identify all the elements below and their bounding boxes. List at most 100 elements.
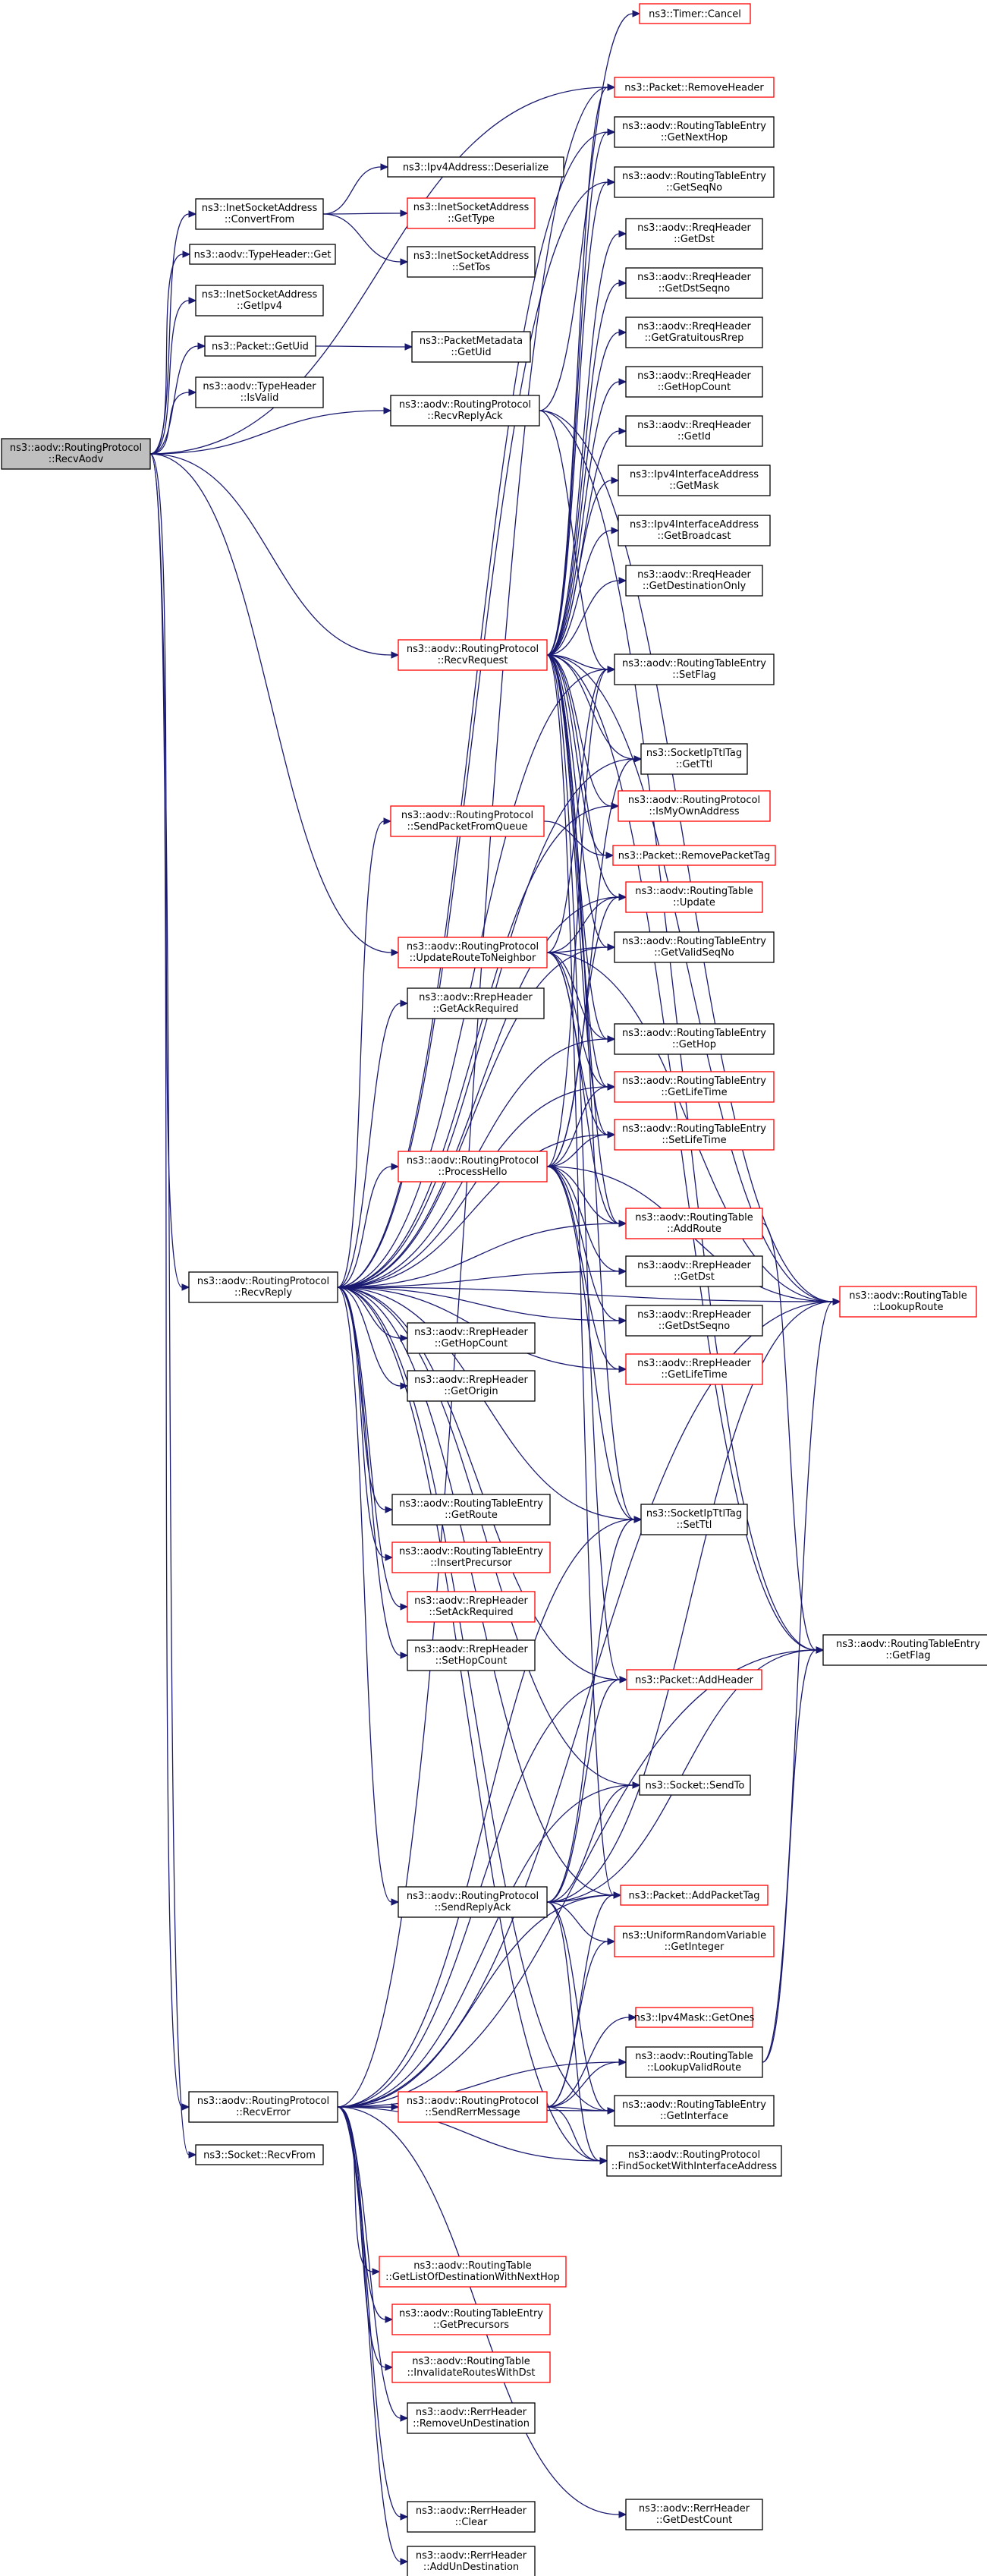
node-rt-get-list-of-dest[interactable]: ns3::aodv::RoutingTable::GetListOfDestin… xyxy=(379,2256,567,2288)
call-edge xyxy=(546,1166,627,1373)
call-edge xyxy=(546,2106,616,2115)
call-edge xyxy=(337,1891,622,2108)
node-update-route-to-neighbor[interactable]: ns3::aodv::RoutingProtocol::UpdateRouteT… xyxy=(398,937,548,968)
node-send-rerr-message[interactable]: ns3::aodv::RoutingProtocol::SendRerrMess… xyxy=(398,2091,548,2123)
node-ttl-set-ttl[interactable]: ns3::SocketIpTtlTag::SetTtl xyxy=(640,1504,748,1535)
node-packet-remove-packet-tag[interactable]: ns3::Packet::RemovePacketTag xyxy=(612,845,776,866)
call-edge xyxy=(546,128,616,656)
node-label: ::InsertPrecursor xyxy=(430,1557,512,1569)
node-ipv4deserialize[interactable]: ns3::Ipv4Address::Deserialize xyxy=(387,156,564,178)
node-packet-get-uid[interactable]: ns3::Packet::GetUid xyxy=(204,335,316,357)
node-rt-lookup-valid-route[interactable]: ns3::aodv::RoutingTable::LookupValidRout… xyxy=(625,2046,763,2078)
node-label: ns3::aodv::RerrHeader xyxy=(416,2550,527,2562)
node-rreq-get-dst-seqno[interactable]: ns3::aodv::RreqHeader::GetDstSeqno xyxy=(625,267,763,299)
node-packet-add-packet-tag[interactable]: ns3::Packet::AddPacketTag xyxy=(620,1885,769,1906)
node-rte-get-life-time[interactable]: ns3::aodv::RoutingTableEntry::GetLifeTim… xyxy=(614,1071,775,1103)
node-label: ::SetAckRequired xyxy=(429,1607,513,1618)
node-recv-aodv[interactable]: ns3::aodv::RoutingProtocol::RecvAodv xyxy=(1,438,151,470)
node-label: ::GetIpv4 xyxy=(237,301,282,312)
call-edge xyxy=(539,10,641,411)
node-recv-reply-ack[interactable]: ns3::aodv::RoutingProtocol::RecvReplyAck xyxy=(390,395,540,427)
node-rrep-get-origin[interactable]: ns3::aodv::RrepHeader::GetOrigin xyxy=(407,1370,536,1402)
node-label: ::GetSeqNo xyxy=(666,182,722,194)
node-rt-update[interactable]: ns3::aodv::RoutingTable::Update xyxy=(625,881,763,913)
node-rte-get-precursors[interactable]: ns3::aodv::RoutingTableEntry::GetPrecurs… xyxy=(391,2304,551,2335)
node-rte-get-flag[interactable]: ns3::aodv::RoutingTableEntry::GetFlag xyxy=(822,1634,987,1666)
node-rte-get-route[interactable]: ns3::aodv::RoutingTableEntry::GetRoute xyxy=(391,1494,551,1526)
node-rte-get-next-hop[interactable]: ns3::aodv::RoutingTableEntry::GetNextHop xyxy=(614,116,775,148)
node-rerr-clear[interactable]: ns3::aodv::RerrHeader::Clear xyxy=(407,2501,536,2533)
node-rreq-get-gratuitous[interactable]: ns3::aodv::RreqHeader::GetGratuitousRrep xyxy=(625,316,763,348)
node-rte-get-interface[interactable]: ns3::aodv::RoutingTableEntry::GetInterfa… xyxy=(614,2095,775,2127)
node-label: ::GetInteger xyxy=(665,1941,725,1953)
node-rrep-set-ack-required[interactable]: ns3::aodv::RrepHeader::SetAckRequired xyxy=(407,1591,536,1623)
node-process-hello[interactable]: ns3::aodv::RoutingProtocol::ProcessHello xyxy=(398,1151,548,1183)
node-find-socket[interactable]: ns3::aodv::RoutingProtocol::FindSocketWi… xyxy=(606,2145,782,2177)
node-type-header-is-valid[interactable]: ns3::aodv::TypeHeader::IsValid xyxy=(195,376,324,408)
node-rerr-add-un-dest[interactable]: ns3::aodv::RerrHeader::AddUnDestination xyxy=(407,2546,536,2576)
node-rte-get-hop[interactable]: ns3::aodv::RoutingTableEntry::GetHop xyxy=(614,1023,775,1055)
node-inet-set-tos[interactable]: ns3::InetSocketAddress::SetTos xyxy=(407,246,536,278)
node-rt-invalidate-routes[interactable]: ns3::aodv::RoutingTable::InvalidateRoute… xyxy=(391,2351,551,2383)
node-rrep-get-hop-count[interactable]: ns3::aodv::RrepHeader::GetHopCount xyxy=(407,1322,536,1354)
node-recv-error[interactable]: ns3::aodv::RoutingProtocol::RecvError xyxy=(188,2091,338,2123)
node-label: ns3::aodv::RrepHeader xyxy=(637,1260,751,1271)
node-urv-get-integer[interactable]: ns3::UniformRandomVariable::GetInteger xyxy=(614,1926,775,1957)
node-label: ::RecvError xyxy=(236,2107,291,2118)
node-rte-set-flag[interactable]: ns3::aodv::RoutingTableEntry::SetFlag xyxy=(614,653,775,685)
node-send-packet-from-queue[interactable]: ns3::aodv::RoutingProtocol::SendPacketFr… xyxy=(390,805,545,837)
node-rrep-get-dst[interactable]: ns3::aodv::RrepHeader::GetDst xyxy=(625,1255,763,1287)
node-rreq-get-dst[interactable]: ns3::aodv::RreqHeader::GetDst xyxy=(625,218,763,250)
call-edge xyxy=(149,389,197,455)
node-rrep-get-life-time[interactable]: ns3::aodv::RrepHeader::GetLifeTime xyxy=(625,1353,763,1385)
node-label: ns3::aodv::RreqHeader xyxy=(637,272,751,283)
call-edge xyxy=(762,1298,841,2063)
node-inet-get-type[interactable]: ns3::InetSocketAddress::GetType xyxy=(407,197,536,229)
node-inet-convert-from[interactable]: ns3::InetSocketAddress::ConvertFrom xyxy=(195,198,324,230)
node-label: ns3::aodv::RoutingTableEntry xyxy=(622,1028,766,1039)
node-rte-set-life-time[interactable]: ns3::aodv::RoutingTableEntry::SetLifeTim… xyxy=(614,1119,775,1151)
node-socket-recv-from[interactable]: ns3::Socket::RecvFrom xyxy=(195,2144,324,2165)
node-type-header-get[interactable]: ns3::aodv::TypeHeader::Get xyxy=(189,244,336,265)
node-recv-request[interactable]: ns3::aodv::RoutingProtocol::RecvRequest xyxy=(398,639,548,671)
node-label: ns3::aodv::RoutingProtocol xyxy=(407,2096,539,2107)
node-rreq-get-dest-only[interactable]: ns3::aodv::RreqHeader::GetDestinationOnl… xyxy=(625,565,763,597)
call-edge xyxy=(337,2106,409,2565)
node-inet-get-ipv4[interactable]: ns3::InetSocketAddress::GetIpv4 xyxy=(195,285,324,316)
node-rrep-set-hop-count[interactable]: ns3::aodv::RrepHeader::SetHopCount xyxy=(407,1639,536,1671)
node-rrep-get-ack-required[interactable]: ns3::aodv::RrepHeader::GetAckRequired xyxy=(407,987,545,1019)
call-edge xyxy=(337,1516,643,2108)
node-iface-get-mask[interactable]: ns3::Ipv4InterfaceAddress::GetMask xyxy=(618,464,771,496)
node-label: ::GetMask xyxy=(669,480,719,492)
node-label: ns3::aodv::RreqHeader xyxy=(637,420,751,431)
node-timer-cancel[interactable]: ns3::Timer::Cancel xyxy=(639,3,751,24)
node-label: ::ProcessHello xyxy=(438,1167,507,1178)
node-iface-get-broadcast[interactable]: ns3::Ipv4InterfaceAddress::GetBroadcast xyxy=(618,515,771,546)
node-label: ::IsMyOwnAddress xyxy=(649,806,739,817)
node-rt-lookup-route[interactable]: ns3::aodv::RoutingTable::LookupRoute xyxy=(839,1286,977,1318)
node-label: ::GetValidSeqNo xyxy=(654,947,734,959)
node-is-my-own-address[interactable]: ns3::aodv::RoutingProtocol::IsMyOwnAddre… xyxy=(618,790,771,822)
node-rreq-get-id[interactable]: ns3::aodv::RreqHeader::GetId xyxy=(625,415,763,447)
call-edge xyxy=(337,2106,394,2371)
node-rerr-get-dest-count[interactable]: ns3::aodv::RerrHeader::GetDestCount xyxy=(625,2499,763,2530)
node-rte-insert-precursor[interactable]: ns3::aodv::RoutingTableEntry::InsertPrec… xyxy=(391,1542,551,1573)
node-socket-send-to[interactable]: ns3::Socket::SendTo xyxy=(639,1775,751,1796)
node-send-reply-ack[interactable]: ns3::aodv::RoutingProtocol::SendReplyAck xyxy=(398,1886,548,1918)
node-mask-get-ones[interactable]: ns3::Ipv4Mask::GetOnes xyxy=(634,2007,755,2028)
node-label: ns3::aodv::RoutingTableEntry xyxy=(399,1498,543,1510)
node-rerr-remove-un-dest[interactable]: ns3::aodv::RerrHeader::RemoveUnDestinati… xyxy=(407,2402,536,2434)
node-rreq-get-hop-count[interactable]: ns3::aodv::RreqHeader::GetHopCount xyxy=(625,366,763,398)
node-recv-reply[interactable]: ns3::aodv::RoutingProtocol::RecvReply xyxy=(188,1271,338,1303)
node-rt-add-route[interactable]: ns3::aodv::RoutingTable::AddRoute xyxy=(625,1208,763,1239)
node-ttl-get-ttl[interactable]: ns3::SocketIpTtlTag::GetTtl xyxy=(640,743,748,775)
node-packet-add-header[interactable]: ns3::Packet::AddHeader xyxy=(626,1669,762,1690)
node-meta-get-uid[interactable]: ns3::PacketMetadata::GetUid xyxy=(411,331,531,363)
node-rte-get-seq-no[interactable]: ns3::aodv::RoutingTableEntry::GetSeqNo xyxy=(614,166,775,198)
node-label: ns3::aodv::RoutingProtocol xyxy=(399,399,531,411)
node-rrep-get-dst-seqno[interactable]: ns3::aodv::RrepHeader::GetDstSeqno xyxy=(625,1305,763,1337)
node-label: ns3::aodv::RoutingTableEntry xyxy=(836,1639,980,1650)
node-packet-remove-header[interactable]: ns3::Packet::RemoveHeader xyxy=(614,77,775,98)
node-label: ns3::aodv::RrepHeader xyxy=(414,1644,528,1655)
node-rte-get-valid-seq-no[interactable]: ns3::aodv::RoutingTableEntry::GetValidSe… xyxy=(614,931,775,963)
